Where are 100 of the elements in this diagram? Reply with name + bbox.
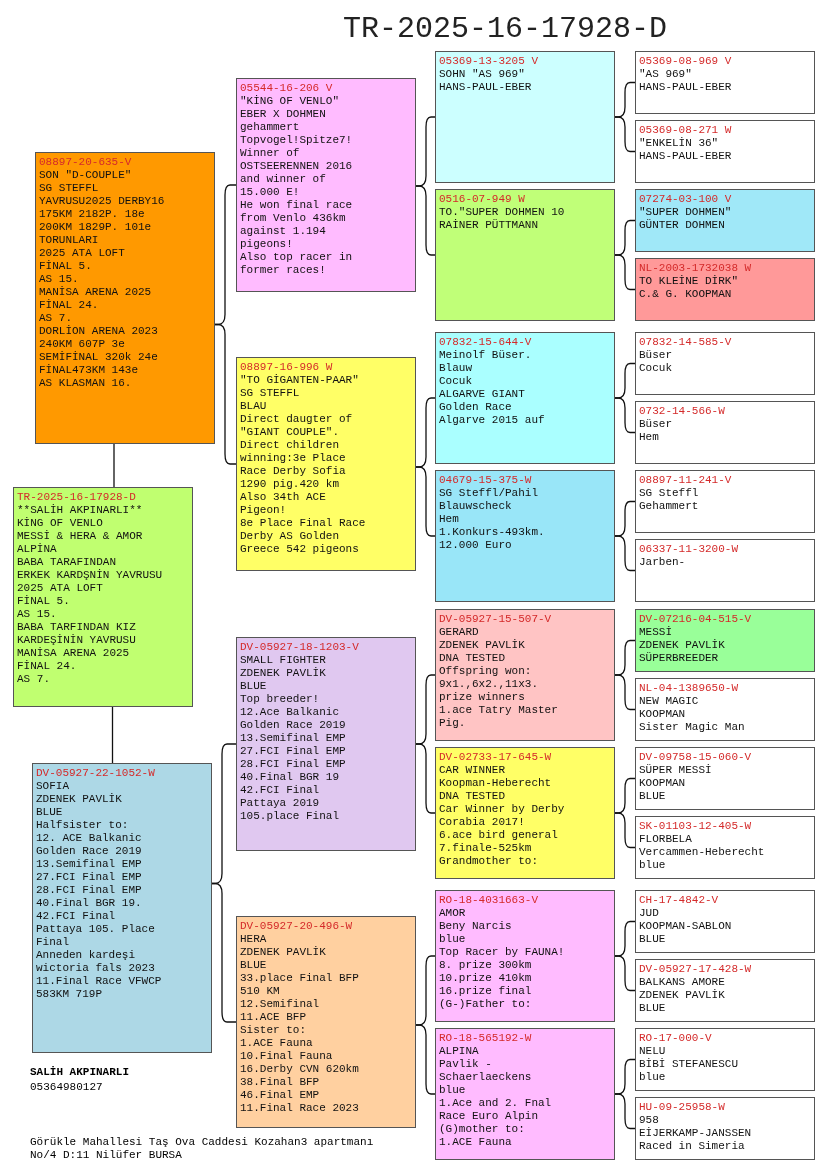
pedigree-note: "TO GİGANTEN-PAAR" [240,374,360,387]
pedigree-note: 10.prize 410km [439,972,533,985]
pedigree-note: against 1.194 [240,225,327,238]
pedigree-note: 510 KM [240,985,281,998]
pedigree-note: 2025 ATA LOFT [39,247,126,260]
pedigree-note: blue [439,1084,467,1097]
pedigree-note: Direct daugter of [240,413,354,426]
pedigree-note: 1.ace Tatry Master [439,704,559,717]
pedigree-note: MANİSA ARENA 2025 [17,647,131,660]
ring-number: 0732-14-566-W [639,405,726,418]
pedigree-note: blue [639,859,667,872]
pedigree-note: 9x1.,6x2.,11x3. [439,678,540,691]
pedigree-note: FİNAL 24. [17,660,78,673]
pedigree-note: EBER X DOHMEN [240,108,327,121]
pedigree-note: 28.FCI Final EMP [240,758,347,771]
pedigree-note: ZDENEK PAVLİK [240,946,327,959]
pedigree-note: Beny Narcis [439,920,513,933]
pedigree-title: TR-2025-16-17928-D [343,12,668,46]
pedigree-note: "GIANT COUPLE". [240,426,341,439]
pedigree-note: Meinolf Büser. [439,349,533,362]
pedigree-note: Koopman-Heberecht [439,777,553,790]
pedigree-note: Top Racer by FAUNA! [439,946,566,959]
pedigree-card [435,890,615,1022]
pedigree-note: 8. prize 300km [439,959,533,972]
phone-number: 05364980127 [30,1081,103,1094]
pedigree-connector [415,743,436,814]
pedigree-note: 42.FCI Final [36,910,117,923]
pedigree-note: MESSİ [639,626,673,639]
pedigree-note: MESSİ & HERA & AMOR [17,530,144,543]
ring-number: RO-18-565192-W [439,1032,533,1045]
pedigree-note: KİNG OF VENLO [17,517,104,530]
pedigree-note: Offspring won: [439,665,533,678]
pedigree-note: from Venlo 436km [240,212,347,225]
pedigree-note: 40.Final BGR 19 [240,771,341,784]
pedigree-note: 175KM 2182P. 18e [39,208,146,221]
pedigree-note: Golden Race 2019 [36,845,143,858]
pedigree-note: AS 15. [39,273,80,286]
ring-number: TR-2025-16-17928-D [17,491,137,504]
ring-number: CH-17-4842-V [639,894,720,907]
pedigree-note: 10.Final Fauna [240,1050,334,1063]
pedigree-note: "SUPER DOHMEN" [639,206,733,219]
pedigree-note: 6.ace bird general [439,829,559,842]
pedigree-note: 27.FCI Final EMP [240,745,347,758]
pedigree-note: AS 7. [39,312,73,325]
ring-number: DV-05927-22-1052-W [36,767,156,780]
pedigree-note: NEW MAGIC [639,695,700,708]
pedigree-note: NELU [639,1045,667,1058]
pedigree-note: EİJERKAMP-JANSSEN [639,1127,753,1140]
pedigree-note: 12.000 Euro [439,539,513,552]
pedigree-note: SEMİFİNAL 320k 24e [39,351,159,364]
pedigree-note: 27.FCI Final EMP [36,871,143,884]
pedigree-note: 28.FCI Final EMP [36,884,143,897]
pedigree-note: BLUE [639,790,667,803]
pedigree-note: Top breeder! [240,693,321,706]
pedigree-note: blue [639,1071,667,1084]
pedigree-note: (G-)Father to: [439,998,533,1011]
pedigree-note: blue [439,933,467,946]
pedigree-note: DORLİON ARENA 2023 [39,325,159,338]
pedigree-note: 105.place Final [240,810,341,823]
pedigree-note: Pig. [439,717,467,730]
pedigree-note: winning:3e Place [240,452,347,465]
ring-number: DV-05927-17-428-W [639,963,753,976]
pedigree-note: wictoria fals 2023 [36,962,156,975]
pedigree-note: MANİSA ARENA 2025 [39,286,153,299]
pedigree-note: BİBİ STEFANESCU [639,1058,740,1071]
pedigree-note: HANS-PAUL-EBER [639,81,733,94]
ring-number: 07274-03-100 V [639,193,733,206]
pedigree-note: JUD [639,907,660,920]
pedigree-note: FLORBELA [639,833,693,846]
pedigree-note: Büser [639,418,673,431]
ring-number: 0516-07-949 W [439,193,526,206]
ring-number: 06337-11-3200-W [639,543,740,556]
pedigree-card [635,609,815,672]
ring-number: 07832-14-585-V [639,336,733,349]
pedigree-note: 12.Ace Balkanic [240,706,341,719]
pedigree-card [635,890,815,953]
ring-number: DV-05927-18-1203-V [240,641,360,654]
pedigree-note: 38.Final BFP [240,1076,321,1089]
pedigree-note: former races! [240,264,327,277]
pedigree-note: ZDENEK PAVLİK [639,989,726,1002]
pedigree-note: AS 15. [17,608,58,621]
pedigree-note: Pattaya 2019 [240,797,321,810]
address-text: Görükle Mahallesi Taş Ova Caddesi Kozahan3 apartmanı No/4 D:11 Nilüfer BURSA [30,1136,375,1162]
pedigree-note: 46.Final EMP [240,1089,321,1102]
pedigree-card [635,470,815,533]
pedigree-note: KARDEŞİNİN YAVRUSU [17,634,137,647]
ring-number: 04679-15-375-W [439,474,533,487]
pedigree-card [635,747,815,810]
pedigree-note: Blauwscheck [439,500,513,513]
pedigree-note: KOOPMAN-SABLON [639,920,733,933]
pedigree-note: Direct children [240,439,341,452]
pedigree-note: HERA [240,933,268,946]
pedigree-note: Sister to: [240,1024,307,1037]
pedigree-note: Topvogel!Spitze7! [240,134,354,147]
pedigree-note: Cocuk [639,362,673,375]
ring-number: 05369-08-969 V [639,55,733,68]
pedigree-connector [415,466,436,537]
pedigree-note: 33.place Final BFP [240,972,360,985]
pedigree-note: prize winners [439,691,526,704]
pedigree-note: 1290 pig.420 km [240,478,341,491]
